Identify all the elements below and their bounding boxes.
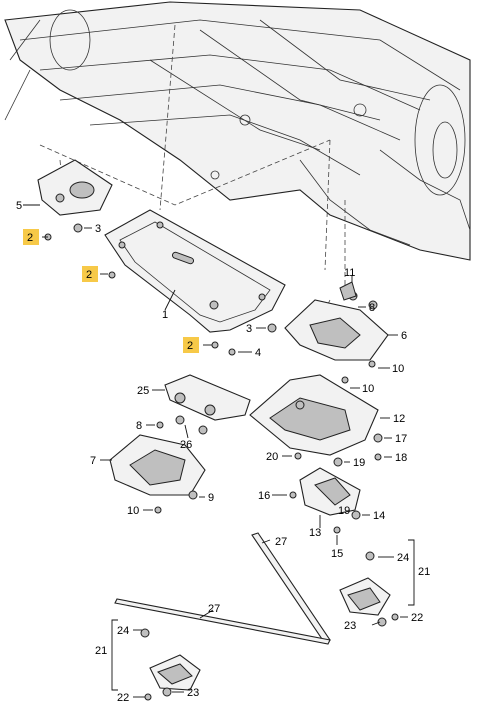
callout-label: 17 (395, 433, 407, 445)
callout-label: 21 (418, 566, 430, 578)
callout-label: 18 (395, 452, 407, 464)
bracket-part-12 (249, 374, 379, 456)
callout-label: 10 (362, 383, 374, 395)
callout-label: 22 (117, 692, 129, 704)
callout-labels: 5 2 3 2 1 2 4 3 11 8 6 10 10 25 8 26 7 9… (16, 200, 430, 704)
callout-label: 19 (353, 457, 365, 469)
callout-label: 26 (180, 439, 192, 451)
callout-label: 21 (95, 645, 107, 657)
assembly-line (39, 139, 331, 206)
callout-label: 7 (90, 455, 96, 467)
callout-label: 15 (331, 548, 343, 560)
callout-label: 1 (162, 309, 168, 321)
fasteners (44, 223, 399, 701)
bracket-part-7 (109, 434, 206, 496)
callout-label: 5 (16, 200, 22, 212)
callout-label: 23 (344, 620, 356, 632)
callout-label: 10 (392, 363, 404, 375)
clip-part-11 (339, 281, 357, 301)
callout-label: 6 (401, 330, 407, 342)
callout-label: 14 (373, 510, 385, 522)
callout-label: 11 (344, 267, 355, 279)
callout-label: 16 (258, 490, 270, 502)
callout-label: 4 (255, 347, 261, 359)
callout-label: 20 (266, 451, 278, 463)
highlight-box (23, 229, 39, 245)
cover-part-25 (164, 374, 251, 421)
callout-label: 25 (137, 385, 149, 397)
vehicle-underbody (4, 1, 471, 261)
callout-label: 8 (369, 302, 375, 314)
callout-label: 2 (86, 269, 92, 281)
highlight-box (82, 266, 98, 282)
callout-label: 3 (246, 323, 252, 335)
callout-label: 9 (208, 492, 214, 504)
seal-part-27-upper (251, 532, 331, 643)
leader-lines (23, 204, 415, 698)
bracket-part-5 (37, 159, 113, 216)
callout-label: 2 (187, 340, 193, 352)
callout-label: 24 (397, 552, 409, 564)
seal-part-27-lower (114, 598, 331, 645)
callout-label: 10 (127, 505, 139, 517)
highlight-box (183, 337, 199, 353)
bracket-part-21-lower (149, 654, 201, 691)
callout-label: 27 (208, 603, 220, 615)
assembly-line (324, 139, 331, 271)
callout-label: 3 (95, 223, 101, 235)
callout-label: 27 (275, 536, 287, 548)
bracket-part-13 (299, 467, 361, 516)
underbody-panel-part-1 (104, 209, 286, 333)
callout-label: 24 (117, 625, 129, 637)
callout-label: 23 (187, 687, 199, 699)
assembly-line (159, 24, 176, 211)
callout-label: 13 (309, 527, 321, 539)
callout-label: 2 (27, 232, 33, 244)
bracket-part-21-upper (339, 577, 391, 616)
callout-label: 8 (136, 420, 142, 432)
callout-label: 19 (338, 505, 350, 517)
callout-label: 22 (411, 612, 423, 624)
callout-label: 12 (393, 413, 405, 425)
